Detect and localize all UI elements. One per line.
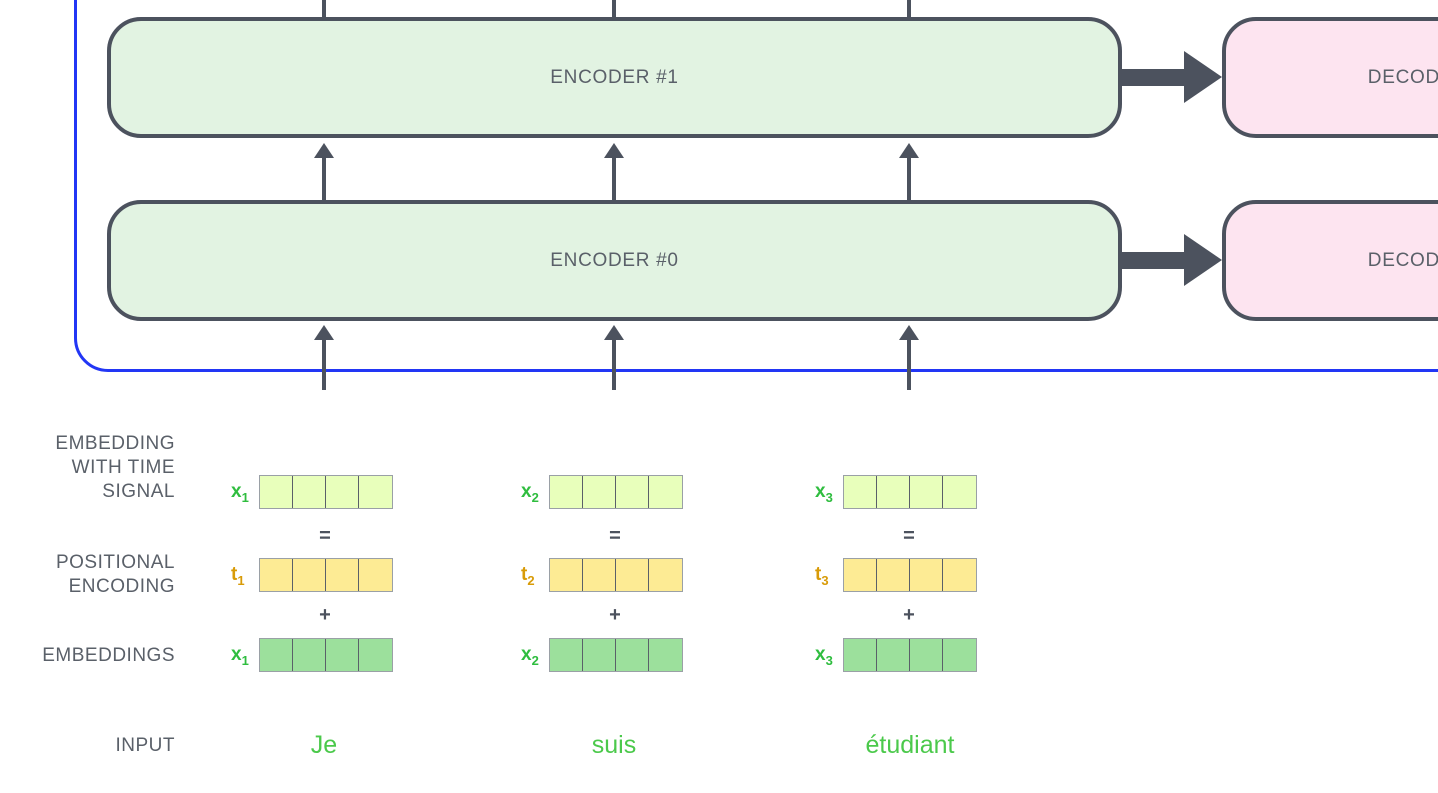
arrow-stem-enc1-to-dec1 bbox=[1122, 69, 1197, 86]
vector-cell bbox=[649, 476, 682, 508]
vector-label-time-signal-col1: x1 bbox=[231, 481, 249, 505]
row-label-line: EMBEDDING bbox=[55, 433, 175, 454]
vector-label-positional-col2: t2 bbox=[521, 564, 535, 588]
row-label-line: WITH TIME bbox=[71, 457, 175, 478]
row-label-line: POSITIONAL bbox=[55, 552, 175, 573]
operator-equals-col2: = bbox=[609, 525, 621, 547]
vector-cell bbox=[326, 476, 359, 508]
vector-embedding-with-time-signal-col1[interactable] bbox=[259, 475, 393, 509]
vector-cell bbox=[359, 559, 392, 591]
arrow-stem-enc0-to-dec0 bbox=[1122, 252, 1197, 269]
arrow-stem-top-col3 bbox=[907, 0, 911, 17]
operator-equals-col1: = bbox=[319, 525, 331, 547]
vector-cell bbox=[260, 476, 293, 508]
row-label-input: INPUT bbox=[115, 735, 175, 756]
vector-cell bbox=[910, 476, 943, 508]
vector-cell bbox=[359, 639, 392, 671]
vector-cell bbox=[260, 639, 293, 671]
decoder-block-0[interactable]: DECODER #0 bbox=[1222, 200, 1438, 321]
vector-cell bbox=[616, 559, 649, 591]
vector-cell bbox=[326, 559, 359, 591]
vector-cell bbox=[550, 476, 583, 508]
vector-cell bbox=[359, 476, 392, 508]
vector-label-embedding-col1: x1 bbox=[231, 644, 249, 668]
row-label-embedding-with-time-signal: EMBEDDING WITH TIME SIGNAL bbox=[0, 432, 175, 504]
vector-label-embedding-col2: x2 bbox=[521, 644, 539, 668]
arrow-head-enc0-to-enc1-col3 bbox=[899, 143, 919, 158]
vector-cell bbox=[943, 476, 976, 508]
vector-embeddings-col1[interactable] bbox=[259, 638, 393, 672]
row-label-line: ENCODING bbox=[68, 576, 175, 597]
vector-label-embedding-col3: x3 bbox=[815, 644, 833, 668]
operator-equals-col3: = bbox=[903, 525, 915, 547]
vector-label-positional-col3: t3 bbox=[815, 564, 829, 588]
vector-cell bbox=[910, 639, 943, 671]
input-word-col3: étudiant bbox=[865, 731, 955, 759]
vector-cell bbox=[550, 559, 583, 591]
vector-cell bbox=[326, 639, 359, 671]
arrow-stem-enc0-to-enc1-col1 bbox=[322, 158, 326, 200]
vector-cell bbox=[943, 559, 976, 591]
arrow-head-enc0-to-dec0 bbox=[1184, 234, 1222, 286]
row-label-line: SIGNAL bbox=[102, 481, 175, 502]
arrow-head-input-to-enc0-col2 bbox=[604, 325, 624, 340]
vector-cell bbox=[649, 559, 682, 591]
input-word-col2: suis bbox=[591, 731, 637, 759]
arrow-stem-input-to-enc0-col2 bbox=[612, 340, 616, 390]
vector-positional-encoding-col1[interactable] bbox=[259, 558, 393, 592]
vector-cell bbox=[616, 476, 649, 508]
vector-cell bbox=[910, 559, 943, 591]
arrow-stem-input-to-enc0-col3 bbox=[907, 340, 911, 390]
vector-embeddings-col2[interactable] bbox=[549, 638, 683, 672]
vector-cell bbox=[583, 476, 616, 508]
input-word-col1: Je bbox=[310, 731, 338, 759]
arrow-stem-enc0-to-enc1-col3 bbox=[907, 158, 911, 200]
vector-cell bbox=[877, 476, 910, 508]
encoder-block-0[interactable]: ENCODER #0 bbox=[107, 200, 1122, 321]
vector-cell bbox=[844, 639, 877, 671]
decoder-block-1[interactable]: DECODER #1 bbox=[1222, 17, 1438, 138]
row-label-embeddings: EMBEDDINGS bbox=[0, 644, 175, 668]
operator-plus-col1: + bbox=[319, 604, 331, 626]
arrow-head-enc0-to-enc1-col2 bbox=[604, 143, 624, 158]
vector-cell bbox=[293, 476, 326, 508]
row-label-line: EMBEDDINGS bbox=[42, 645, 175, 666]
operator-plus-col2: + bbox=[609, 604, 621, 626]
arrow-head-input-to-enc0-col1 bbox=[314, 325, 334, 340]
arrow-stem-top-col1 bbox=[322, 0, 326, 17]
arrow-stem-input-to-enc0-col1 bbox=[322, 340, 326, 390]
vector-label-time-signal-col3: x3 bbox=[815, 481, 833, 505]
arrow-head-enc1-to-dec1 bbox=[1184, 51, 1222, 103]
vector-cell bbox=[550, 639, 583, 671]
vector-cell bbox=[943, 639, 976, 671]
vector-positional-encoding-col3[interactable] bbox=[843, 558, 977, 592]
vector-cell bbox=[616, 639, 649, 671]
vector-cell bbox=[260, 559, 293, 591]
vector-cell bbox=[583, 639, 616, 671]
vector-embeddings-col3[interactable] bbox=[843, 638, 977, 672]
arrow-stem-enc0-to-enc1-col2 bbox=[612, 158, 616, 200]
vector-embedding-with-time-signal-col2[interactable] bbox=[549, 475, 683, 509]
vector-cell bbox=[844, 476, 877, 508]
vector-positional-encoding-col2[interactable] bbox=[549, 558, 683, 592]
vector-cell bbox=[293, 639, 326, 671]
encoder-block-1[interactable]: ENCODER #1 bbox=[107, 17, 1122, 138]
arrow-stem-top-col2 bbox=[612, 0, 616, 17]
operator-plus-col3: + bbox=[903, 604, 915, 626]
arrow-head-enc0-to-enc1-col1 bbox=[314, 143, 334, 158]
vector-cell bbox=[877, 559, 910, 591]
arrow-head-input-to-enc0-col3 bbox=[899, 325, 919, 340]
row-label-positional-encoding: POSITIONAL ENCODING bbox=[0, 551, 175, 599]
vector-embedding-with-time-signal-col3[interactable] bbox=[843, 475, 977, 509]
vector-label-time-signal-col2: x2 bbox=[521, 481, 539, 505]
vector-cell bbox=[844, 559, 877, 591]
vector-cell bbox=[293, 559, 326, 591]
vector-cell bbox=[877, 639, 910, 671]
vector-label-positional-col1: t1 bbox=[231, 564, 245, 588]
vector-cell bbox=[649, 639, 682, 671]
vector-cell bbox=[583, 559, 616, 591]
